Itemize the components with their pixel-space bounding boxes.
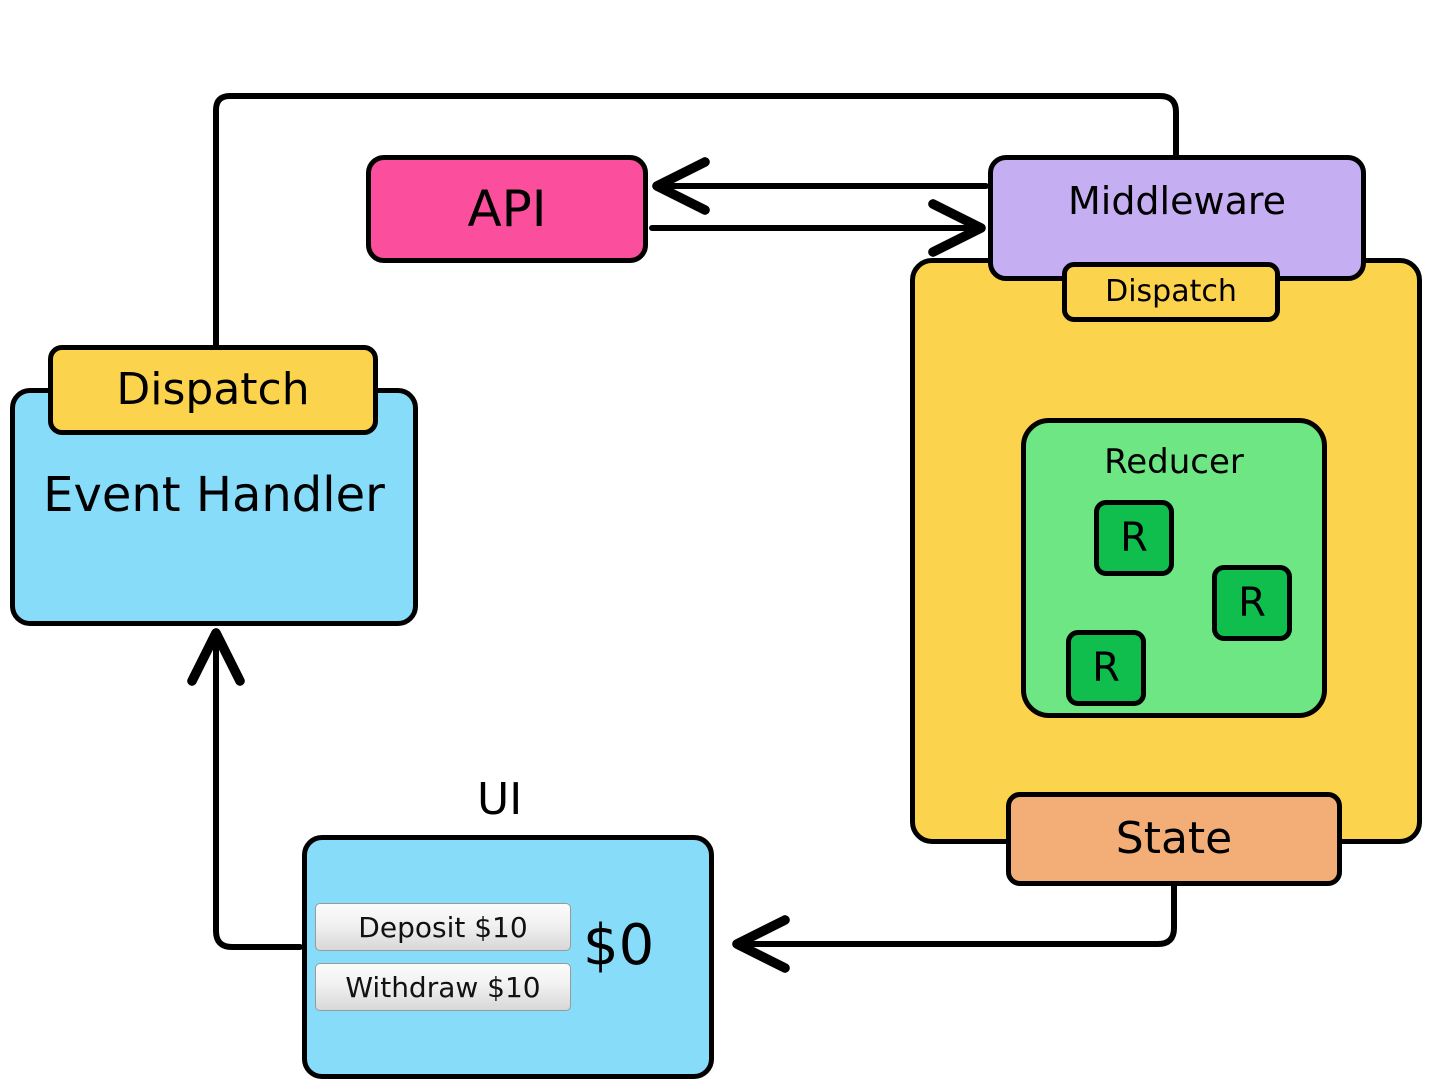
ui-node [302, 835, 714, 1079]
withdraw-button[interactable]: Withdraw $10 [315, 963, 571, 1011]
balance-value: $0 [583, 913, 655, 978]
edge-ui-to-event-handler [187, 628, 303, 950]
edge-state-to-ui [732, 883, 1177, 973]
store-dispatch-node[interactable]: Dispatch [1062, 262, 1280, 322]
ui-label: UI [477, 774, 523, 825]
event-handler-dispatch-node[interactable]: Dispatch [48, 345, 378, 435]
reducer-item-3[interactable]: R [1066, 630, 1146, 706]
deposit-button[interactable]: Deposit $10 [315, 903, 571, 951]
api-node[interactable]: API [366, 155, 648, 263]
reducer-item-2[interactable]: R [1212, 565, 1292, 641]
state-node[interactable]: State [1006, 792, 1342, 886]
reducer-item-1[interactable]: R [1094, 500, 1174, 576]
